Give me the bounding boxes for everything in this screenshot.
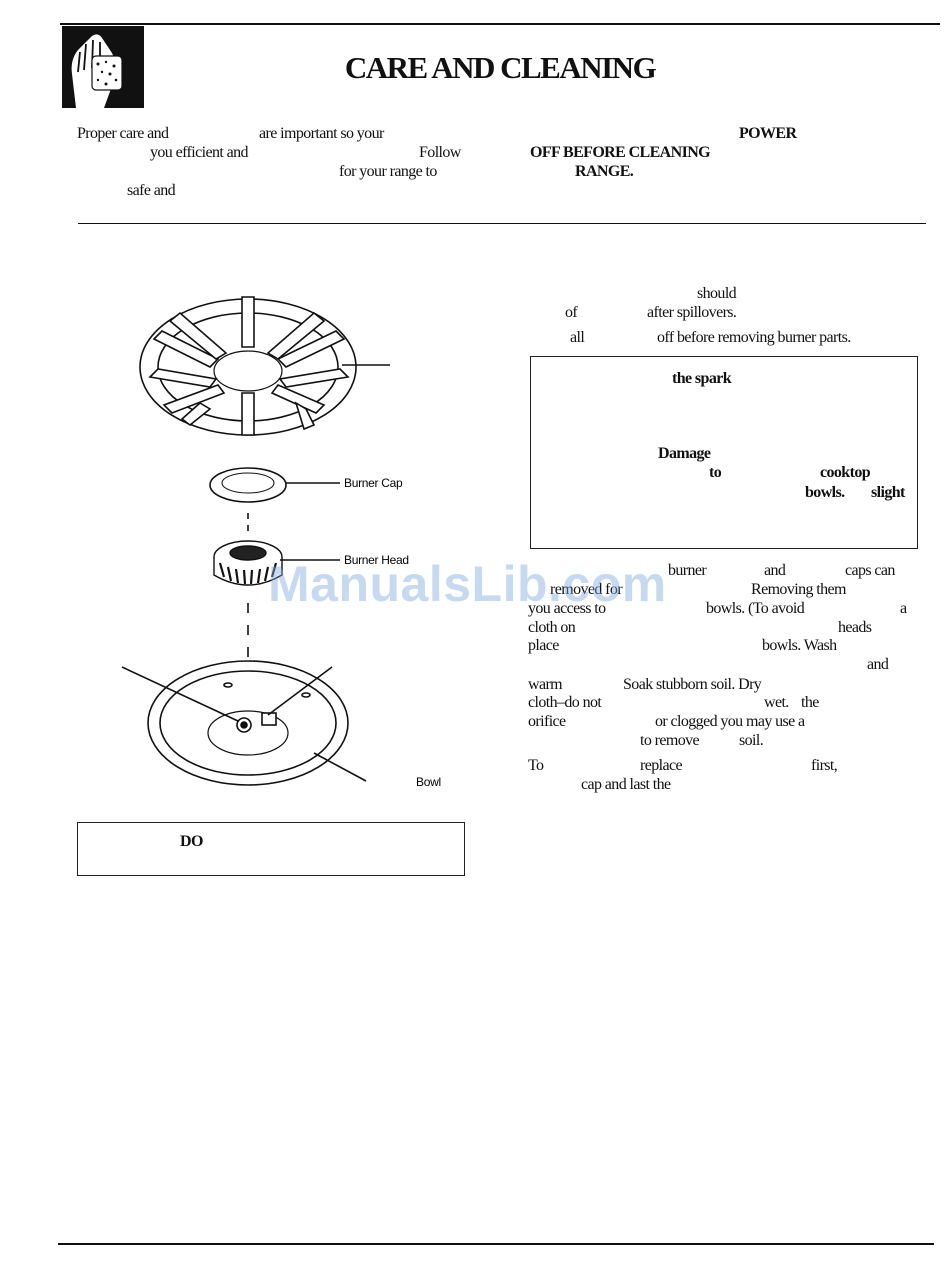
power-warning-3: RANGE. bbox=[575, 163, 634, 180]
para1-frag-4: all bbox=[570, 329, 585, 346]
burner-head bbox=[213, 540, 283, 586]
para2-frag-17: wet. bbox=[764, 694, 789, 711]
box-frag-to: to bbox=[709, 464, 722, 481]
para2-frag-13: and bbox=[867, 656, 889, 673]
para2-frag-2: and bbox=[764, 562, 786, 579]
intro-line-1b: are important so your bbox=[259, 125, 384, 142]
para2-frag-6: you access to bbox=[528, 600, 606, 617]
para2-frag-15: Soak stubborn soil. Dry bbox=[623, 676, 762, 693]
para1-frag-5: off before removing burner parts. bbox=[657, 329, 851, 346]
intro-line-2b: Follow bbox=[419, 144, 461, 161]
manualslib-watermark: ManualsLib.com bbox=[268, 556, 667, 612]
para2-frag-3: caps can bbox=[845, 562, 895, 579]
burner-cap bbox=[209, 467, 287, 503]
para2-frag-16: cloth–do not bbox=[528, 694, 602, 711]
para3-frag-2: replace bbox=[640, 757, 683, 774]
box-frag-damage: Damage bbox=[658, 445, 711, 462]
box-frag-bowls: bowls. bbox=[805, 484, 845, 501]
box-frag-slight: slight bbox=[871, 484, 905, 501]
bowl-label: Bowl bbox=[416, 775, 441, 789]
left-caution-box: DO bbox=[77, 822, 465, 876]
para2-frag-9: cloth on bbox=[528, 619, 576, 636]
para3-frag-1: To bbox=[528, 757, 544, 774]
section-divider bbox=[78, 223, 926, 224]
right-caution-box bbox=[530, 356, 918, 549]
para2-frag-20: or clogged you may use a bbox=[655, 713, 805, 730]
burner-head-label: Burner Head bbox=[344, 553, 409, 567]
burner-grate bbox=[139, 296, 357, 436]
page-title: CARE AND CLEANING bbox=[344, 50, 657, 85]
para2-frag-12: bowls. Wash bbox=[762, 637, 837, 654]
orifice-leader-line bbox=[121, 666, 239, 722]
para1-frag-1: should bbox=[697, 285, 737, 302]
para1-frag-2: of bbox=[565, 304, 578, 321]
para2-frag-22: soil. bbox=[739, 732, 764, 749]
para2-frag-7: bowls. (To avoid bbox=[706, 600, 805, 617]
power-warning-2: OFF BEFORE CLEANING bbox=[530, 144, 711, 161]
para2-frag-8: a bbox=[900, 600, 907, 617]
para3-frag-3: first, bbox=[811, 757, 838, 774]
top-rule bbox=[60, 23, 940, 25]
para2-frag-18: the bbox=[801, 694, 819, 711]
intro-line-4: safe and bbox=[127, 182, 176, 199]
intro-line-2a: you efficient and bbox=[150, 144, 249, 161]
para1-frag-3: after spillovers. bbox=[647, 304, 737, 321]
box-frag-cooktop: cooktop bbox=[820, 464, 871, 481]
intro-line-1a: Proper care and bbox=[77, 125, 169, 142]
para2-frag-11: place bbox=[528, 637, 559, 654]
bowl-leader-line bbox=[313, 752, 367, 782]
left-caution-text: DO bbox=[180, 833, 203, 850]
para2-frag-4: removed for bbox=[550, 581, 623, 598]
para3-frag-4: cap and last the bbox=[581, 776, 671, 793]
intro-line-3: for your range to bbox=[339, 163, 437, 180]
box-frag-spark: the spark bbox=[672, 370, 732, 387]
electrode-leader-line bbox=[267, 666, 333, 716]
para2-frag-14: warm bbox=[528, 676, 563, 693]
para2-frag-10: heads bbox=[838, 619, 872, 636]
burner-cap-label: Burner Cap bbox=[344, 476, 403, 490]
burner-assembly-diagram: Burner Cap Burner Head Bowl bbox=[121, 296, 441, 789]
para2-frag-21: to remove bbox=[640, 732, 700, 749]
para2-frag-1: burner bbox=[668, 562, 707, 579]
power-warning-1: POWER bbox=[739, 125, 797, 142]
burner-bowl bbox=[147, 660, 349, 786]
bottom-rule bbox=[58, 1243, 934, 1245]
para2-frag-5: Removing them bbox=[751, 581, 846, 598]
para2-frag-19: orifice bbox=[528, 713, 566, 730]
cleaning-hand-icon bbox=[62, 26, 144, 108]
